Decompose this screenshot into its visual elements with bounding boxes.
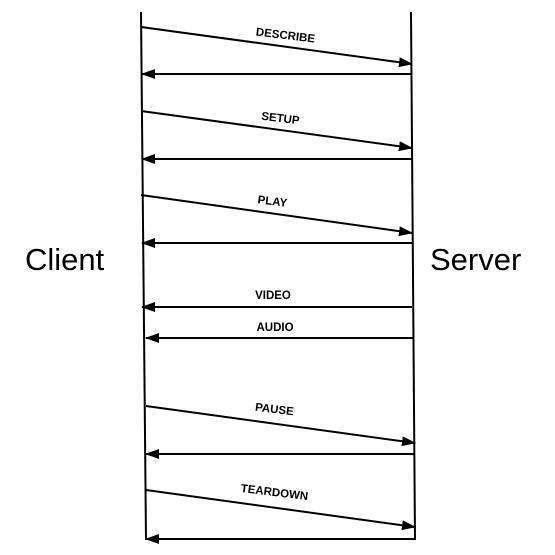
describe-label: DESCRIBE bbox=[255, 26, 316, 45]
audio-label: AUDIO bbox=[256, 322, 293, 334]
server-lifeline bbox=[410, 11, 416, 541]
play-label: PLAY bbox=[257, 194, 288, 210]
pause-label: PAUSE bbox=[254, 402, 294, 419]
client-lifeline bbox=[140, 11, 147, 541]
pause-arrow bbox=[145, 405, 416, 447]
teardown-arrow bbox=[145, 489, 416, 531]
describe-arrow bbox=[140, 26, 413, 68]
setup-arrow bbox=[140, 110, 413, 152]
server-label: Server bbox=[430, 242, 521, 277]
video-label: VIDEO bbox=[255, 290, 291, 302]
client-label: Client bbox=[25, 242, 105, 277]
play-arrow bbox=[140, 194, 413, 237]
teardown-label: TEARDOWN bbox=[240, 483, 309, 503]
setup-label: SETUP bbox=[261, 111, 301, 128]
message-group: DESCRIBE SETUP PLAY VIDEO AUDIO PAUSE TEARDOWN bbox=[140, 26, 416, 544]
